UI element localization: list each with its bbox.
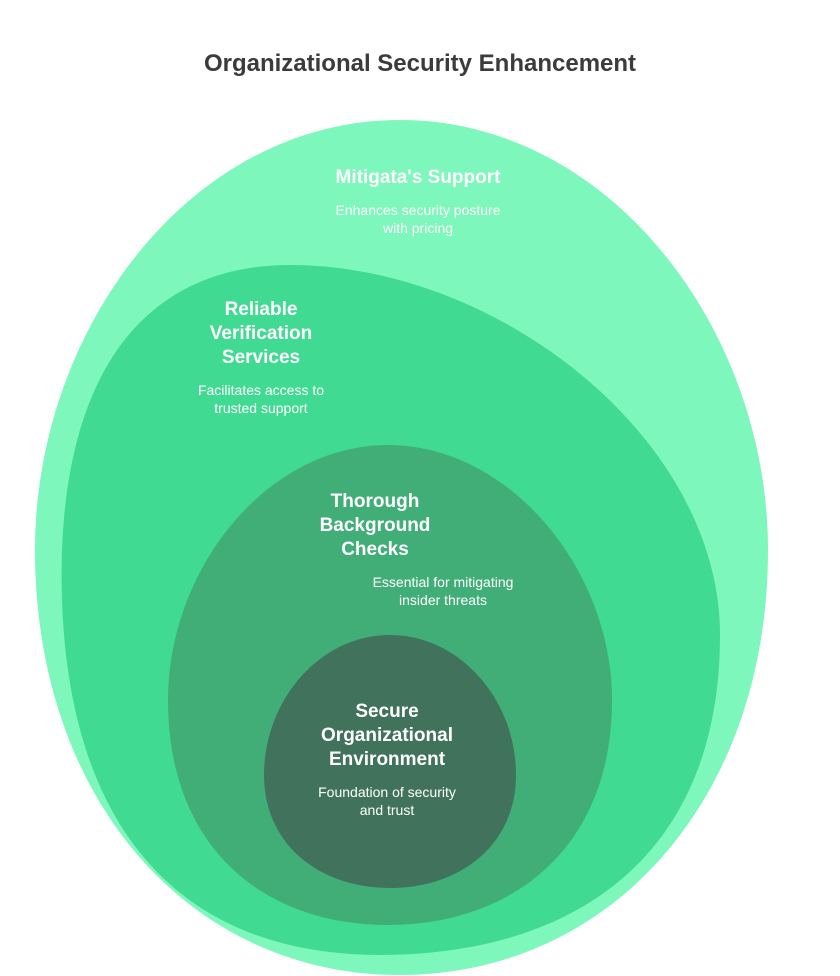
third-layer-heading-line: Background bbox=[319, 515, 431, 536]
outer-layer-description: Enhances security posture with pricing bbox=[298, 201, 538, 237]
outer-layer-label: Mitigata's Support Enhances security pos… bbox=[298, 166, 538, 237]
third-layer-description: Essential for mitigating insider threats bbox=[343, 573, 543, 609]
inner-layer-description-line: and trust bbox=[359, 802, 415, 818]
second-layer-description-line: Facilitates access to bbox=[197, 382, 325, 398]
inner-layer-heading-line: Environment bbox=[328, 749, 446, 770]
third-layer-heading-line: Thorough bbox=[330, 491, 420, 512]
second-layer-heading-line: Services bbox=[221, 347, 301, 368]
second-layer-description: Facilitates access to trusted support bbox=[161, 381, 361, 417]
inner-layer-heading-line: Organizational bbox=[321, 725, 453, 746]
outer-layer-description-line: Enhances security posture bbox=[335, 202, 501, 218]
second-layer-heading: Reliable Verification Services bbox=[161, 298, 361, 370]
outer-layer-description-line: with pricing bbox=[382, 220, 454, 236]
outer-layer-heading: Mitigata's Support bbox=[335, 167, 501, 188]
third-layer-heading-line: Checks bbox=[341, 539, 409, 560]
diagram-title: Organizational Security Enhancement bbox=[203, 50, 637, 77]
third-layer-description-line: Essential for mitigating bbox=[372, 574, 514, 590]
third-layer-label: Thorough Background Checks Essential for… bbox=[275, 490, 514, 609]
second-layer-heading-line: Verification bbox=[209, 323, 313, 344]
inner-layer-label: Secure Organizational Environment Founda… bbox=[287, 700, 487, 819]
inner-layer-description-line: Foundation of security bbox=[318, 784, 456, 800]
second-layer-description-line: trusted support bbox=[214, 400, 308, 416]
inner-layer-shape bbox=[264, 635, 516, 888]
inner-layer-heading-line: Secure bbox=[355, 701, 419, 722]
second-layer-heading-line: Reliable bbox=[224, 299, 298, 320]
second-layer-label: Reliable Verification Services Facilitat… bbox=[161, 298, 361, 417]
third-layer-heading: Thorough Background Checks bbox=[275, 490, 475, 562]
third-layer-description-line: insider threats bbox=[399, 592, 487, 608]
inner-layer-description: Foundation of security and trust bbox=[287, 783, 487, 819]
inner-layer-heading: Secure Organizational Environment bbox=[287, 700, 487, 772]
